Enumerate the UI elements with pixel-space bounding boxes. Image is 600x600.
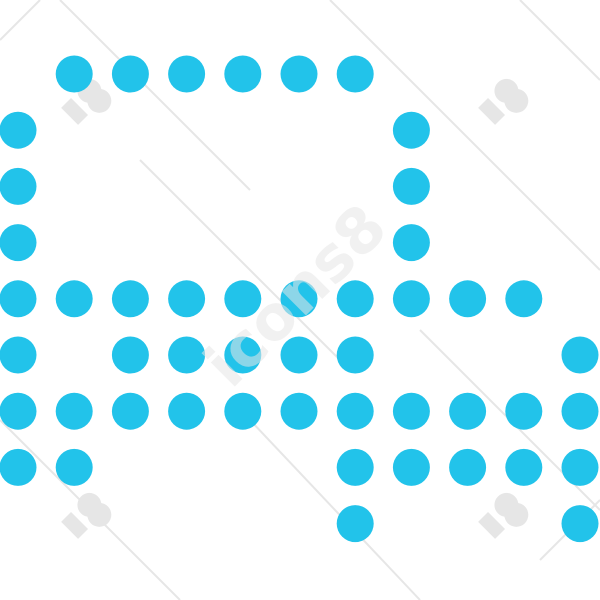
watermark-line — [0, 0, 41, 41]
dot — [168, 280, 206, 318]
dot — [111, 55, 149, 93]
watermark-line — [519, 0, 600, 81]
dot — [224, 280, 262, 318]
dot — [111, 392, 149, 430]
dot — [280, 336, 318, 374]
dot-grid — [0, 55, 599, 543]
dot — [0, 336, 37, 374]
dot — [449, 392, 487, 430]
dot — [392, 280, 430, 318]
dot — [449, 280, 487, 318]
dot — [224, 392, 262, 430]
dot — [505, 448, 543, 486]
dot — [0, 224, 37, 262]
dot — [224, 336, 262, 374]
dot — [0, 280, 37, 318]
dot — [392, 111, 430, 149]
dot — [0, 448, 37, 486]
dot — [336, 448, 374, 486]
icons8-logo-icon — [478, 78, 529, 125]
dot — [280, 280, 318, 318]
dot — [505, 280, 543, 318]
watermark-line — [249, 419, 421, 600]
dot — [280, 55, 318, 93]
watermark-line — [139, 159, 341, 361]
dot — [336, 505, 374, 543]
dot — [336, 336, 374, 374]
watermark-line — [329, 0, 600, 271]
icons8-logo-icon — [61, 78, 112, 125]
dot — [505, 392, 543, 430]
dot — [0, 392, 37, 430]
dot — [168, 392, 206, 430]
dot — [111, 336, 149, 374]
dot — [561, 336, 599, 374]
dot — [561, 448, 599, 486]
dot — [336, 392, 374, 430]
dot — [336, 55, 374, 93]
dot — [336, 280, 374, 318]
dot — [392, 224, 430, 262]
dot — [55, 448, 93, 486]
dot — [111, 280, 149, 318]
dot — [392, 167, 430, 205]
dot — [392, 392, 430, 430]
icons8-logo-icon — [61, 492, 112, 539]
dot — [224, 55, 262, 93]
icons8-logo-icon — [478, 492, 529, 539]
dot — [168, 55, 206, 93]
dot — [0, 167, 37, 205]
dot — [55, 280, 93, 318]
dot — [55, 392, 93, 430]
dot — [280, 392, 318, 430]
dot — [392, 448, 430, 486]
dot — [168, 336, 206, 374]
dot — [561, 505, 599, 543]
dot — [55, 55, 93, 93]
dot — [561, 392, 599, 430]
watermark-line — [59, 0, 251, 191]
dot — [0, 111, 37, 149]
dot — [449, 448, 487, 486]
